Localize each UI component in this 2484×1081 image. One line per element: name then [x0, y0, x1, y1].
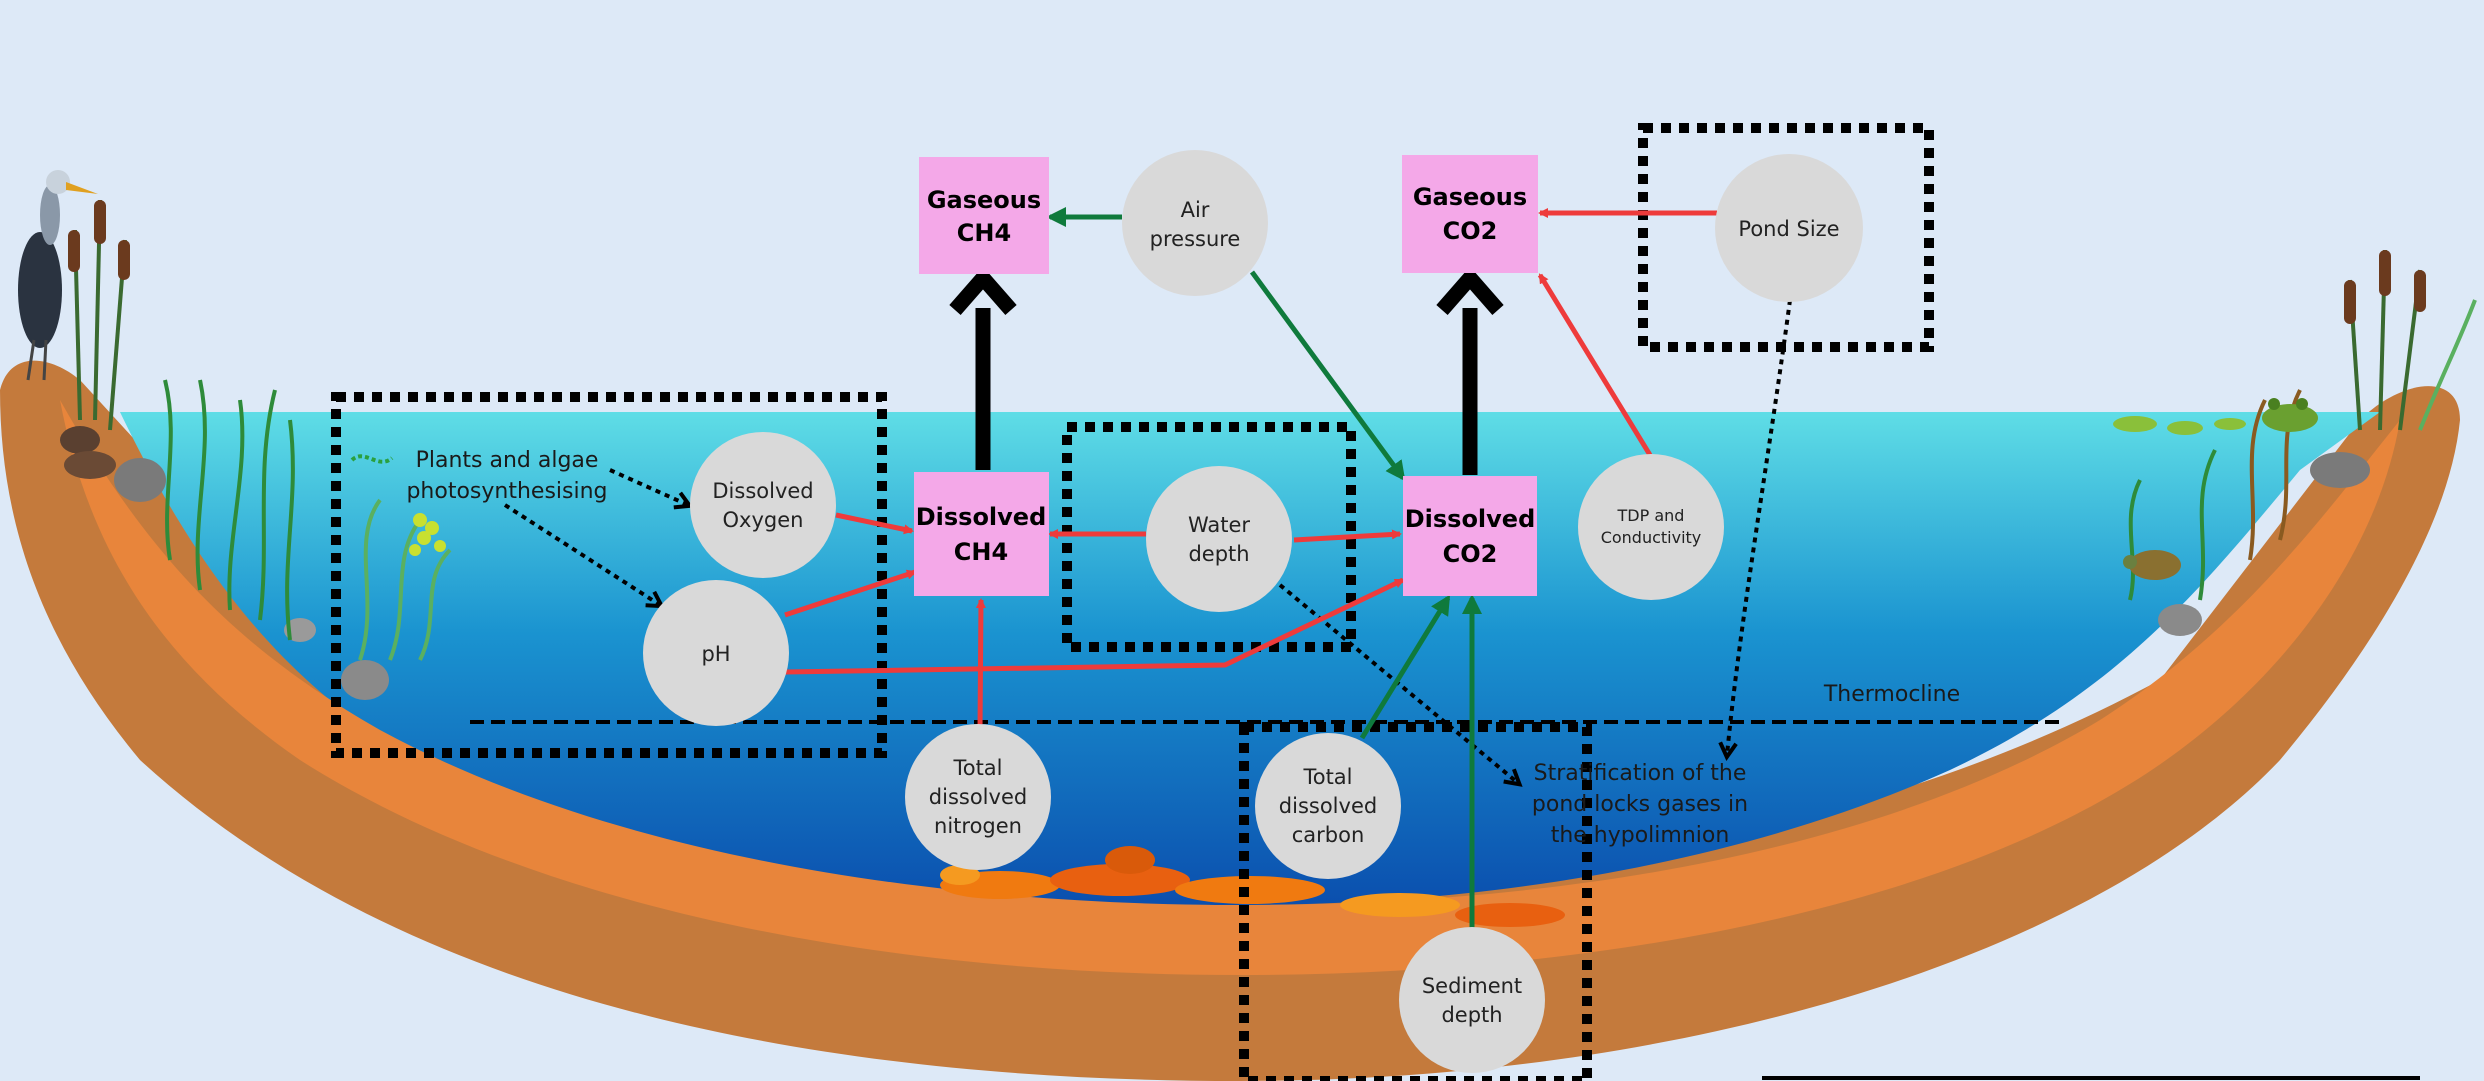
- label-gaseous-ch4-1: Gaseous: [927, 186, 1041, 214]
- label-carbon-2: dissolved: [1279, 794, 1377, 818]
- node-total-dissolved-carbon: Total dissolved carbon: [1255, 733, 1401, 879]
- label-stratification-3: the hypolimnion: [1551, 823, 1730, 848]
- arrow-nitrogen-to-dch4: [975, 598, 986, 731]
- label-tdp-2: Conductivity: [1601, 528, 1702, 547]
- turtle-icon: [2123, 550, 2181, 580]
- label-plants-algae-1: Plants and algae: [416, 448, 599, 473]
- label-ph: pH: [701, 642, 730, 666]
- red-arrows: [784, 208, 1717, 731]
- label-sediment-2: depth: [1441, 1003, 1502, 1027]
- arrow-depth-to-dco2: [1293, 529, 1402, 543]
- arrow-plants-to-ph: [503, 503, 660, 605]
- label-gaseous-ch4-2: CH4: [957, 219, 1011, 247]
- label-sediment-1: Sediment: [1422, 974, 1522, 998]
- group-box-pond-size: [1638, 123, 1934, 352]
- grouping-boxes: [331, 123, 1934, 1081]
- node-pond-size: Pond Size: [1715, 154, 1863, 302]
- node-dissolved-co2: Dissolved CO2: [1403, 476, 1537, 596]
- label-plants-algae-2: photosynthesising: [406, 479, 607, 504]
- label-stratification-1: Stratification of the: [1534, 761, 1747, 786]
- label-air-pressure-2: pressure: [1150, 227, 1241, 251]
- label-nitrogen-1: Total: [952, 756, 1002, 780]
- label-gaseous-co2-1: Gaseous: [1413, 183, 1527, 211]
- frog-icon: [2262, 398, 2318, 432]
- node-tdp-conductivity: TDP and Conductivity: [1578, 454, 1724, 600]
- node-dissolved-ch4: Dissolved CH4: [914, 472, 1049, 596]
- black-arrows: [949, 270, 1504, 475]
- label-dissolved-co2-2: CO2: [1443, 540, 1498, 568]
- heron-icon: [18, 170, 98, 381]
- node-total-dissolved-nitrogen: Total dissolved nitrogen: [905, 724, 1051, 870]
- label-dissolved-ch4-2: CH4: [954, 538, 1008, 566]
- green-arrows: [1046, 207, 1482, 928]
- fallen-leaves-icon: [940, 846, 1565, 927]
- node-ph: pH: [643, 580, 789, 726]
- label-water-depth-1: Water: [1188, 513, 1250, 537]
- cattail-icon: [68, 199, 130, 431]
- label-nitrogen-2: dissolved: [929, 785, 1027, 809]
- arrow-pondsize-to-stratification: [1727, 299, 1792, 755]
- label-nitrogen-3: nitrogen: [934, 814, 1022, 838]
- label-gaseous-co2-2: CO2: [1443, 217, 1498, 245]
- node-gaseous-ch4: Gaseous CH4: [919, 157, 1049, 274]
- label-dissolved-oxygen-1: Dissolved: [712, 479, 813, 503]
- node-dissolved-oxygen: Dissolved Oxygen: [690, 432, 836, 578]
- label-carbon-1: Total: [1302, 765, 1352, 789]
- arrow-tdp-to-gco2: [1537, 273, 1653, 457]
- pond-water: [120, 412, 2380, 905]
- label-dissolved-oxygen-2: Oxygen: [723, 508, 804, 532]
- label-dissolved-co2-1: Dissolved: [1405, 505, 1536, 533]
- waterweed-icon: [163, 379, 452, 661]
- group-box-sediment: [1239, 722, 1592, 1081]
- label-thermocline: Thermocline: [1823, 682, 1960, 707]
- label-pond-size: Pond Size: [1738, 217, 1839, 241]
- node-sediment-depth: Sediment depth: [1399, 927, 1545, 1073]
- label-air-pressure-1: Air: [1181, 198, 1210, 222]
- arrow-airpressure-to-dco2: [1249, 270, 1406, 482]
- node-gaseous-co2: Gaseous CO2: [1402, 155, 1538, 273]
- label-carbon-3: carbon: [1292, 823, 1365, 847]
- label-tdp-1: TDP and: [1617, 506, 1685, 525]
- lily-pad-icon: [2113, 416, 2246, 435]
- rock-icon: [60, 426, 2370, 700]
- arrow-plants-to-oxygen: [609, 468, 688, 505]
- cattail-icon: [2344, 249, 2477, 431]
- algae-icon: [350, 454, 446, 556]
- label-stratification-2: pond locks gases in: [1532, 792, 1748, 817]
- arrow-ph-to-dco2: [784, 577, 1405, 675]
- arrow-oxygen-to-dch4: [835, 512, 914, 535]
- arrow-carbon-to-dco2: [1359, 594, 1451, 740]
- label-water-depth-2: depth: [1188, 542, 1249, 566]
- node-water-depth: Water depth: [1146, 466, 1292, 612]
- label-dissolved-ch4-1: Dissolved: [916, 503, 1047, 531]
- node-air-pressure: Air pressure: [1122, 150, 1268, 296]
- arrow-ph-to-dch4: [784, 569, 917, 618]
- group-box-photosynthesis: [331, 392, 887, 758]
